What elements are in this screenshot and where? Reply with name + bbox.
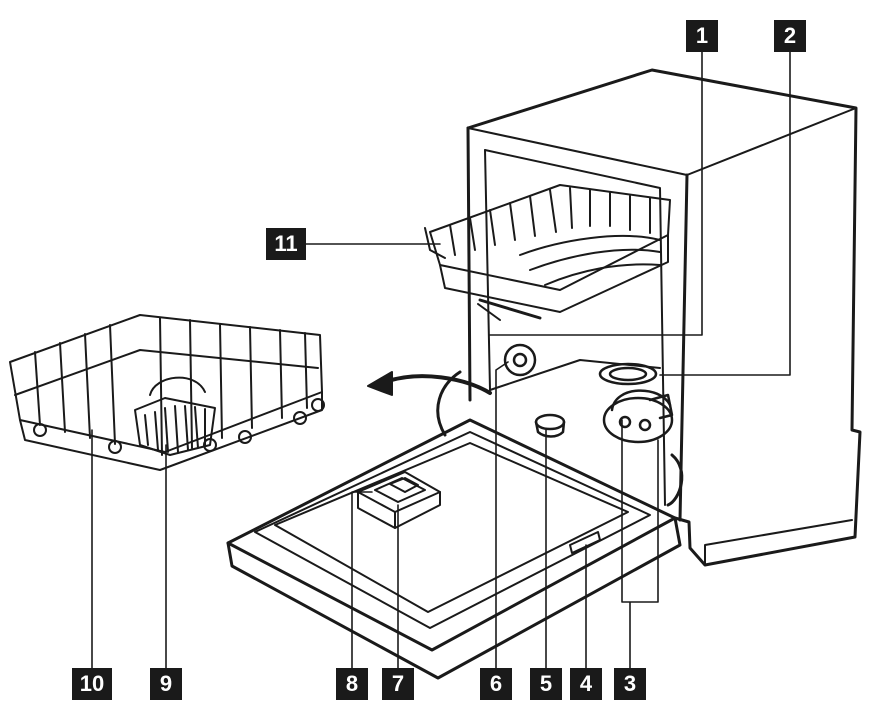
upper-rack (424, 184, 671, 321)
callout-7: 7 (382, 668, 414, 700)
callout-2: 2 (774, 20, 806, 52)
lower-spray-arm (598, 362, 658, 386)
filter-assembly (602, 389, 674, 444)
detergent-dispenser (357, 471, 441, 529)
upper-spray-nozzle (503, 343, 537, 377)
leader-lines (91, 51, 791, 669)
leader-3 (621, 419, 659, 669)
callout-8: 8 (336, 668, 368, 700)
leader-2 (659, 51, 791, 376)
leader-6 (495, 361, 509, 669)
callout-1: 1 (686, 20, 718, 52)
callout-4: 4 (570, 668, 602, 700)
callout-5: 5 (530, 668, 562, 700)
callout-10: 10 (72, 668, 112, 700)
removal-arrow (367, 371, 492, 396)
cabinet (436, 68, 862, 567)
salt-container-cap (534, 413, 566, 438)
callout-6: 6 (480, 668, 512, 700)
cutlery-basket (134, 376, 216, 456)
door (226, 418, 682, 680)
leader-8 (351, 491, 373, 669)
callout-9: 9 (150, 668, 182, 700)
callout-11: 11 (266, 228, 306, 260)
lower-rack (9, 314, 325, 471)
leader-1 (489, 51, 703, 336)
callout-3: 3 (614, 668, 646, 700)
